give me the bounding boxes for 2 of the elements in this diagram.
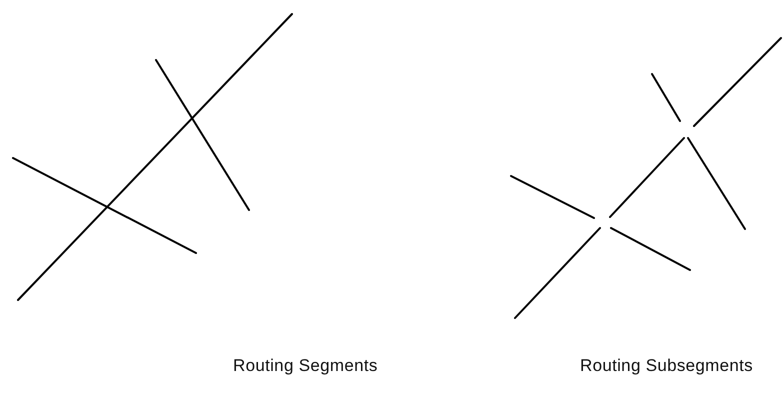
- caption-text: Routing Subsegments: [580, 356, 753, 376]
- caption-text: Routing Segments: [233, 356, 378, 376]
